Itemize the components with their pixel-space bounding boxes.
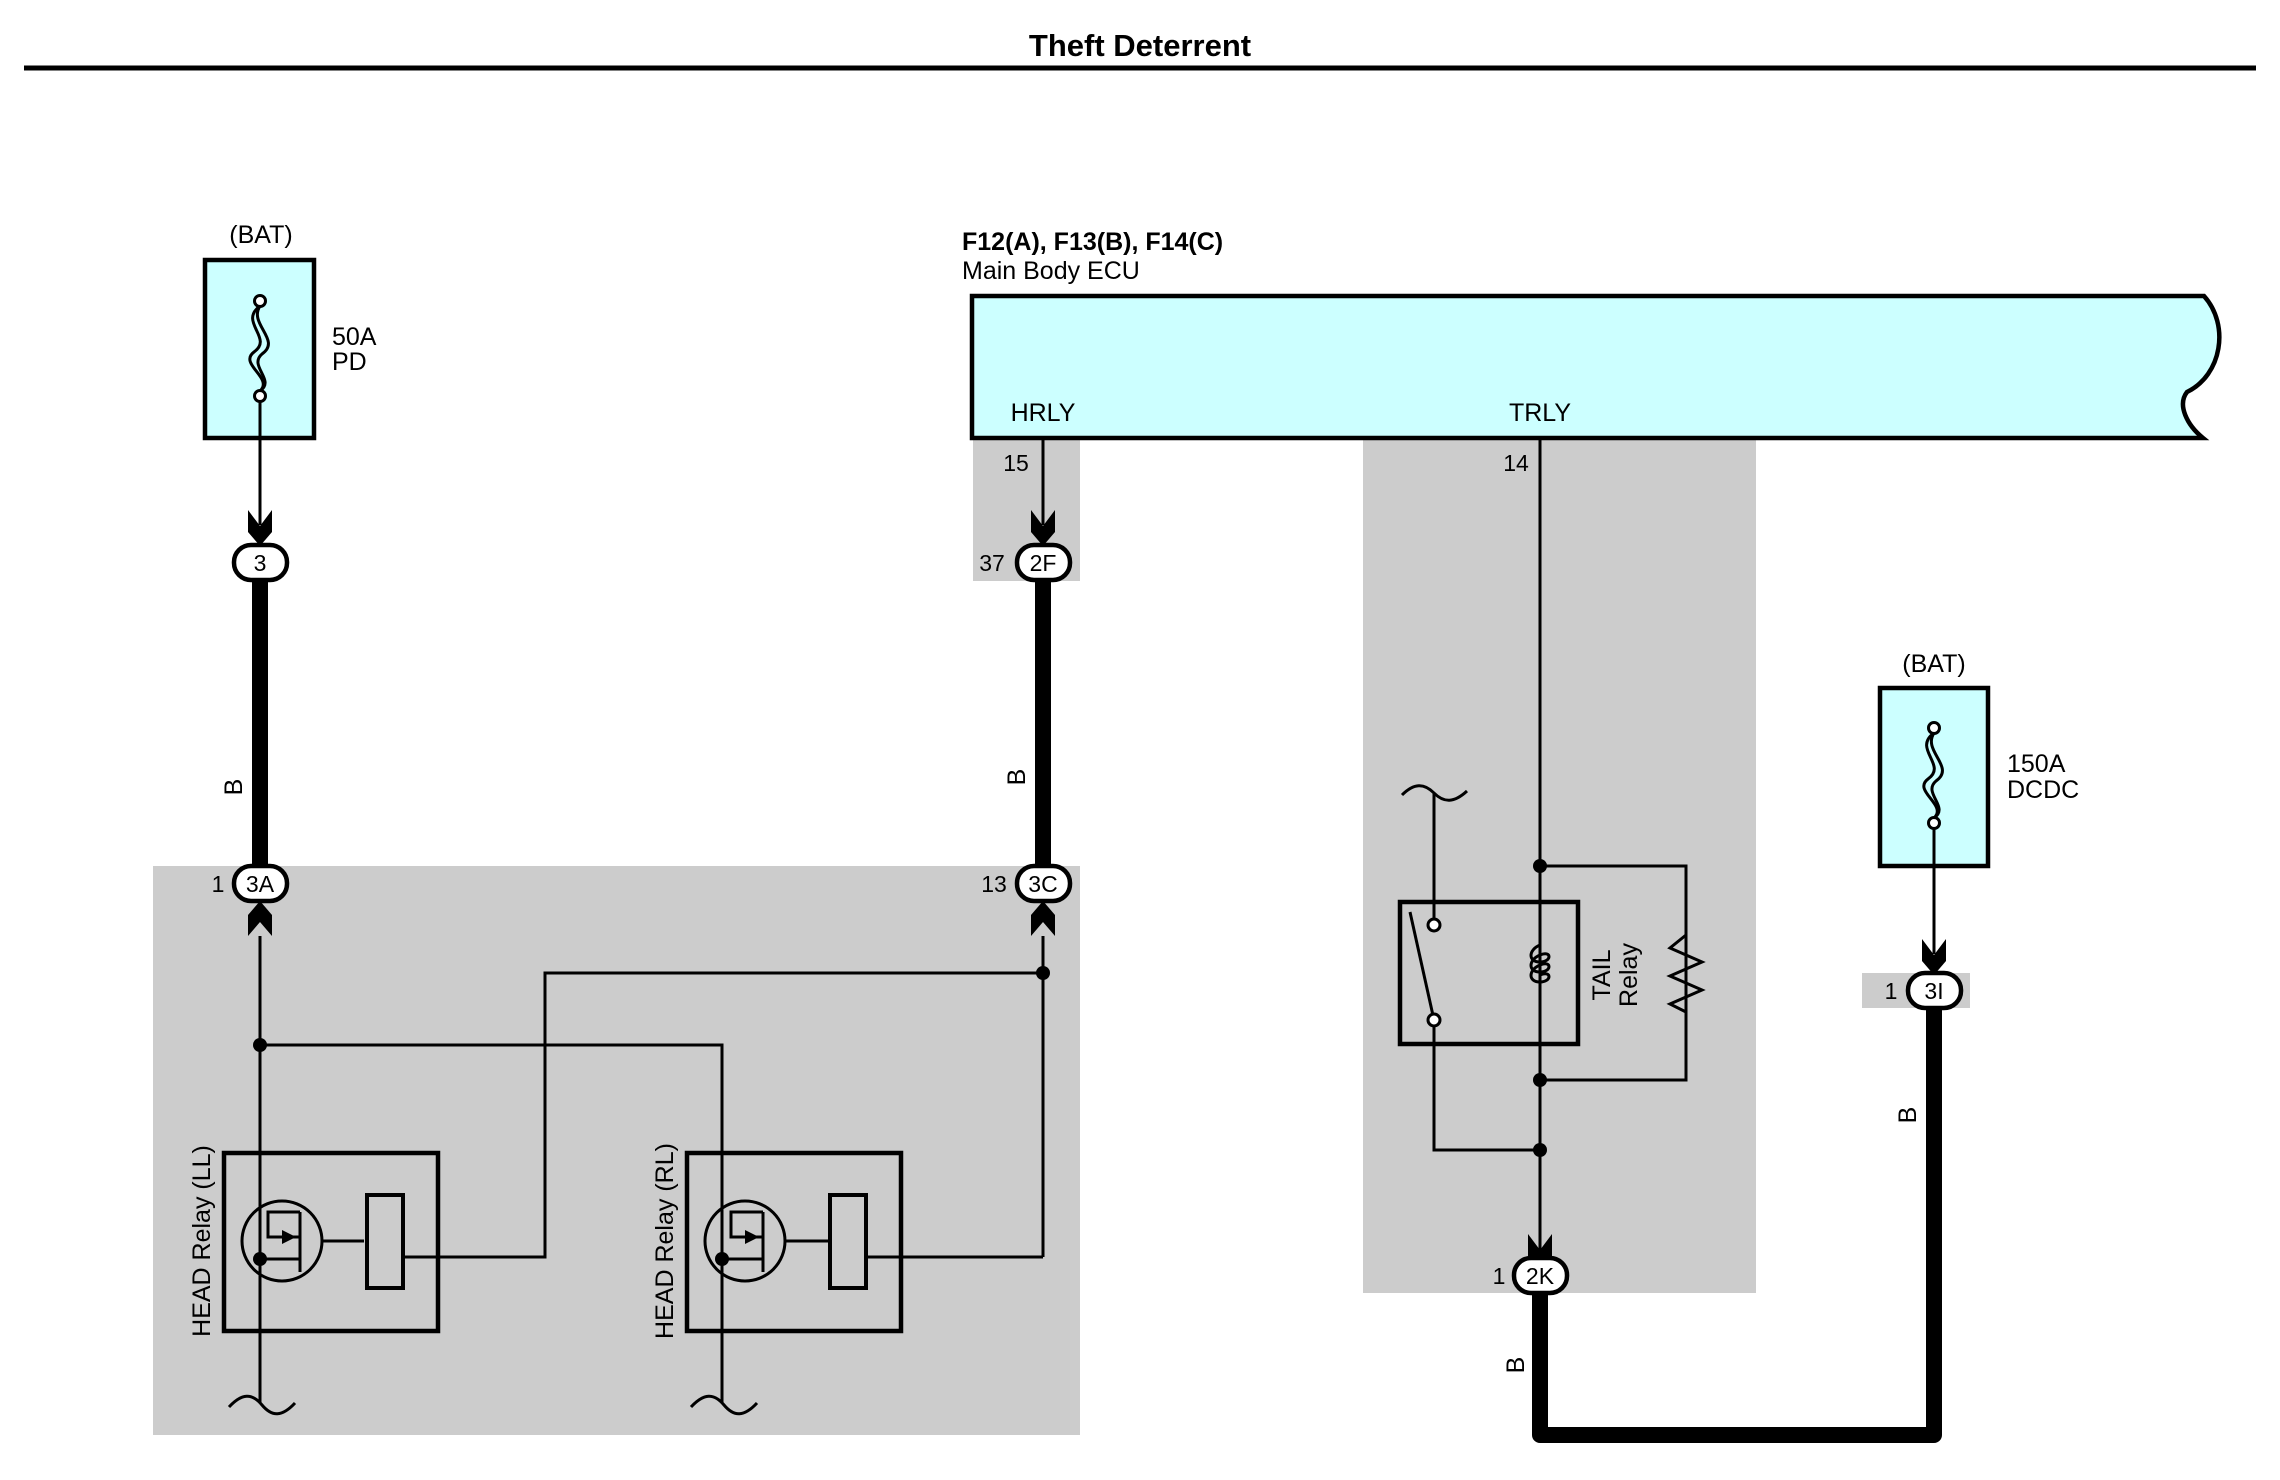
wire-ll-to-rl	[260, 1043, 724, 1403]
switch-contact	[1426, 917, 1442, 933]
coil-icon	[1529, 943, 1551, 984]
terminal-arrow-3c	[1031, 901, 1055, 936]
tail-relay-label-2: Relay	[1615, 943, 1643, 1007]
fuse-pd-source: (BAT)	[229, 221, 292, 249]
wire-break-icon	[227, 1394, 297, 1416]
head-relay-rl	[684, 1150, 904, 1334]
head-relay-ll-coil	[365, 1193, 405, 1290]
svg-text:2K: 2K	[1526, 1263, 1555, 1289]
svg-text:3: 3	[254, 550, 267, 576]
connector-2k: 2K	[1511, 1255, 1570, 1296]
head-relay-area	[153, 866, 1080, 1435]
pin-3i: 1	[1885, 978, 1898, 1004]
fuse-dcdc-source: (BAT)	[1902, 650, 1965, 678]
connector-3i: 3I	[1905, 970, 1964, 1011]
connector-3c: 3C	[1014, 863, 1073, 904]
wire-color-label: B	[1894, 1107, 1922, 1124]
terminal-arrow-3a	[248, 901, 272, 936]
head-relay-ll-label: HEAD Relay (LL)	[188, 1145, 216, 1337]
wire-3c-to-ll-coil	[438, 971, 1043, 1259]
switch-contact	[1426, 1012, 1442, 1028]
pin-2k: 1	[1493, 1263, 1506, 1289]
page-title: Theft Deterrent	[1029, 28, 1251, 63]
pin-trly: 14	[1503, 450, 1529, 476]
ecu-terminal-trly: TRLY	[1509, 399, 1571, 427]
wire-b-right	[1532, 1008, 1942, 1443]
terminal-arrow-3	[248, 510, 272, 546]
connector-3: 3	[231, 542, 290, 583]
transistor-icon	[240, 1199, 324, 1283]
wire-break-icon	[689, 1394, 759, 1416]
head-relay-ll	[221, 1150, 441, 1334]
wire-color-label: B	[1003, 769, 1031, 786]
fuse-dcdc-name: DCDC	[2007, 776, 2079, 804]
pin-hrly: 15	[1003, 450, 1029, 476]
svg-text:3A: 3A	[246, 871, 275, 897]
switch-blade-icon	[1408, 911, 1436, 1021]
wire-tail-switch-out	[1432, 1026, 1540, 1152]
terminal-arrow-3i	[1922, 939, 1946, 975]
splice-dot	[1533, 1073, 1547, 1087]
connector-2f: 2F	[1014, 542, 1073, 583]
pin-3a: 1	[212, 871, 225, 897]
splice-dot	[253, 1038, 267, 1052]
splice-dot	[1036, 966, 1050, 980]
head-relay-rl-coil	[828, 1193, 868, 1290]
main-body-ecu	[969, 293, 2222, 441]
fuse-pd-name: PD	[332, 348, 367, 376]
head-relay-rl-label: HEAD Relay (RL)	[651, 1143, 679, 1339]
ecu-name: Main Body ECU	[962, 257, 1140, 285]
fuse-icon	[1922, 721, 1944, 830]
fuse-pd-rating: 50A	[332, 323, 377, 351]
svg-text:3I: 3I	[1924, 978, 1943, 1004]
ecu-terminal-hrly: HRLY	[1011, 399, 1076, 427]
pin-2f: 37	[979, 550, 1005, 576]
wire-color-label: B	[1502, 1357, 1530, 1374]
pin-3c: 13	[981, 871, 1007, 897]
svg-text:3C: 3C	[1028, 871, 1057, 897]
resistor-icon	[1666, 933, 1706, 1014]
splice-dot	[1533, 859, 1547, 873]
wire-color-label: B	[220, 779, 248, 796]
fuse-dcdc-rating: 150A	[2007, 750, 2066, 778]
terminal-arrow-2f	[1031, 510, 1055, 546]
ecu-connectors: F12(A), F13(B), F14(C)	[962, 228, 1223, 256]
tail-relay	[1397, 899, 1581, 1047]
wire-tail-resistor	[1540, 864, 1688, 1082]
svg-text:2F: 2F	[1030, 550, 1057, 576]
connector-3a: 3A	[231, 863, 290, 904]
tail-relay-label-1: TAIL	[1588, 949, 1616, 1000]
transistor-icon	[703, 1199, 787, 1283]
